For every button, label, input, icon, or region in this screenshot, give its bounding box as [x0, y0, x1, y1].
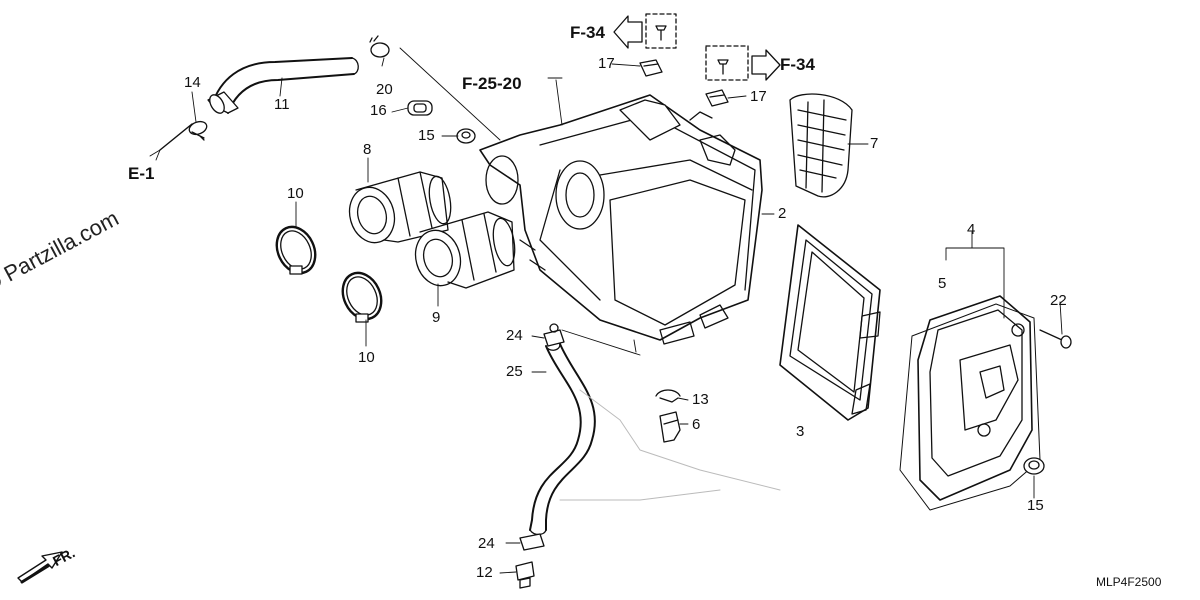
bolt-22-part: [1039, 329, 1072, 349]
callout-12[interactable]: 12: [476, 564, 493, 581]
callout-17-top[interactable]: 17: [598, 55, 615, 72]
ref-f34-top-link[interactable]: F-34: [570, 23, 605, 42]
callout-25[interactable]: 25: [506, 363, 523, 380]
clamp-24-lower-part: [519, 533, 545, 551]
callout-4[interactable]: 4: [967, 221, 976, 238]
plug-12-part: [515, 561, 535, 589]
clip-17-top-part: [639, 59, 663, 77]
leader-lines: [399, 47, 641, 356]
callout-9[interactable]: 9: [432, 309, 441, 326]
callout-3[interactable]: 3: [796, 423, 805, 440]
tube-25-part: [529, 343, 596, 536]
tube-ghost: [559, 389, 781, 501]
callout-16[interactable]: 16: [370, 102, 387, 119]
plug-6-part: [659, 411, 681, 443]
callout-20[interactable]: 20: [376, 81, 393, 98]
callout-10-lower[interactable]: 10: [358, 349, 375, 366]
callout-2[interactable]: 2: [778, 205, 787, 222]
clamp-24-upper-part: [543, 323, 565, 347]
ref-f34-right-link[interactable]: F-34: [780, 55, 815, 74]
callout-15-bottom[interactable]: 15: [1027, 497, 1044, 514]
grommet-16-part: [407, 100, 433, 116]
band-10-lower-part: [341, 271, 383, 323]
callout-5[interactable]: 5: [938, 275, 947, 292]
band-10-upper-part: [275, 225, 317, 275]
funnel-9-part: [414, 211, 516, 289]
f34-right-arrow: [705, 45, 781, 81]
callout-17-right[interactable]: 17: [750, 88, 767, 105]
clip-20-part: [369, 35, 390, 58]
ref-f25-20-link[interactable]: F-25-20: [462, 74, 522, 93]
callout-22[interactable]: 22: [1050, 292, 1067, 309]
clip-14-part: [188, 120, 208, 141]
grommet-15-bottom-part: [1023, 457, 1045, 475]
callout-24-upper[interactable]: 24: [506, 327, 523, 344]
callout-7[interactable]: 7: [870, 135, 879, 152]
callout-leaders: [149, 57, 1063, 574]
callout-6[interactable]: 6: [692, 416, 701, 433]
callout-14[interactable]: 14: [184, 74, 201, 91]
seal-5-part: [899, 303, 1041, 511]
cover-4-part: [917, 295, 1033, 501]
element-3-part: [779, 224, 881, 421]
callout-11[interactable]: 11: [274, 96, 290, 113]
callout-13[interactable]: 13: [692, 391, 709, 408]
clip-17-right-part: [705, 89, 729, 107]
callout-8[interactable]: 8: [363, 141, 372, 158]
callout-15-top[interactable]: 15: [418, 127, 435, 144]
grommet-15-top-part: [456, 128, 476, 144]
front-direction-arrow: [17, 551, 63, 584]
funnel-8-part: [348, 171, 452, 244]
f34-top-arrow: [613, 13, 677, 49]
tube-7-part: [789, 93, 853, 198]
callout-24-lower[interactable]: 24: [478, 535, 495, 552]
hose-11-part: [207, 57, 359, 114]
clip-13-part: [655, 389, 681, 403]
diagram-code: MLP4F2500: [1096, 575, 1162, 589]
ref-e1-link[interactable]: E-1: [128, 164, 155, 183]
air-box-housing-2-part: [479, 94, 763, 345]
callout-10-upper[interactable]: 10: [287, 185, 304, 202]
